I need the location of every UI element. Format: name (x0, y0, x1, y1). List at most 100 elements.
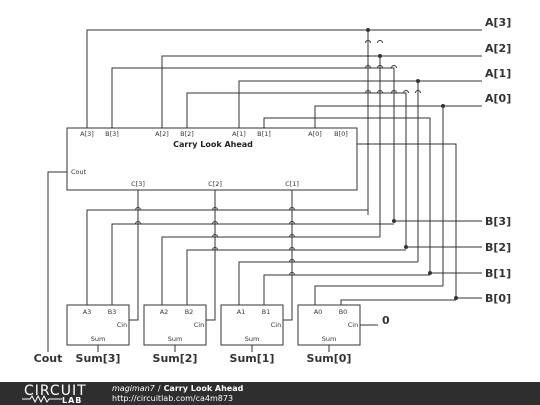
wire-crossover (377, 65, 383, 69)
b-junction-dot (428, 271, 432, 275)
wire-crossover (377, 90, 383, 94)
schematic-drawing: A[3] A[2] A[1] A[0] B[3] B[2] B[1] B[0] Carry Lo… (34, 16, 512, 365)
adder-pin-cin: Cin (194, 321, 204, 329)
adder-a-wire (314, 285, 443, 305)
wire-crossover (391, 90, 397, 94)
adder-b-wire (186, 249, 406, 305)
wire-crossover (135, 221, 141, 225)
wire-crossover (365, 65, 371, 69)
wire-crossover (415, 90, 421, 94)
cla-title: Carry Look Ahead (173, 140, 253, 149)
adder-pin-b: B2 (185, 308, 194, 316)
input-label-a2: A[2] (485, 42, 511, 55)
circuitlab-logo-bottom: LAB (62, 396, 83, 405)
resistor-logo-icon (22, 395, 62, 403)
cla-pin-top: B[1] (257, 130, 271, 138)
carry-look-ahead-block (66, 127, 358, 191)
adder-pin-a: A0 (314, 308, 323, 316)
adder-b-wire (263, 274, 430, 305)
wire-crossover (212, 207, 218, 211)
cla-pin-top: A[1] (232, 130, 246, 138)
cla-pin-carry: C[3] (131, 180, 145, 188)
adder-pin-b: B1 (262, 308, 271, 316)
cla-pin-carry: C[1] (285, 180, 299, 188)
adder-pin-a: A3 (83, 308, 92, 316)
author-name[interactable]: magiman7 (112, 384, 155, 393)
author-separator: / (157, 384, 161, 393)
adder-pin-cin: Cin (348, 321, 358, 329)
output-label-cout: Cout (34, 352, 63, 365)
wire-crossover (212, 234, 218, 238)
adder-pin-sum: Sum (168, 335, 183, 343)
cla-pin-top: B[3] (105, 130, 119, 138)
wire-crossover (289, 247, 295, 251)
full-adder-block (66, 304, 130, 346)
a-bus-wire (238, 80, 482, 128)
cla-pin-carry: C[2] (208, 180, 222, 188)
cla-pin-cout: Cout (71, 168, 87, 176)
adder-a-wire (238, 261, 418, 305)
adder-a-wire (161, 236, 380, 305)
circuit-title[interactable]: Carry Look Ahead (163, 384, 244, 393)
b-bus-wire (263, 117, 482, 274)
adder-a-wire (86, 209, 368, 305)
cla-pin-top: A[0] (308, 130, 322, 138)
adder-pin-b: B0 (339, 308, 348, 316)
full-adder-block (297, 304, 361, 346)
adder-b-wire (340, 299, 456, 305)
b-bus-wire (186, 92, 482, 248)
adder-pin-sum: Sum (91, 335, 106, 343)
output-label-sum2: Sum[2] (153, 352, 198, 365)
adder-pin-sum: Sum (245, 335, 260, 343)
wire-crossover (391, 65, 397, 69)
input-label-b0: B[0] (485, 292, 511, 305)
wire-crossover (135, 207, 141, 211)
adder-pin-a: A2 (160, 308, 169, 316)
wire-crossover (289, 221, 295, 225)
a-bus-wire (86, 29, 482, 128)
b-bus-wire (111, 67, 482, 222)
cout-wire (47, 171, 67, 352)
b-junction-dot (454, 296, 458, 300)
adder-pin-sum: Sum (322, 335, 337, 343)
wire-crossover (212, 247, 218, 251)
cla-pin-top: A[2] (155, 130, 169, 138)
input-label-a0: A[0] (485, 92, 511, 105)
cla-pin-top: B[2] (180, 130, 194, 138)
wire-crossover (365, 40, 371, 44)
wire-crossover (377, 40, 383, 44)
author-line: magiman7/Carry Look Ahead (112, 384, 243, 393)
circuitlab-footer: CIRCUIT LAB magiman7/Carry Look Ahead ht… (0, 382, 540, 405)
output-label-sum1: Sum[1] (230, 352, 275, 365)
wire-crossover (289, 272, 295, 276)
b-junction-dot (392, 219, 396, 223)
a-bus-wire (161, 55, 482, 128)
adder-pin-cin: Cin (117, 321, 127, 329)
carry-wire (204, 190, 216, 321)
wire-crossover (212, 221, 218, 225)
wire-crossover (289, 259, 295, 263)
input-label-a1: A[1] (485, 67, 511, 80)
b-junction-dot (404, 245, 408, 249)
full-adder-block (143, 304, 207, 346)
wire-crossover (289, 207, 295, 211)
input-label-b1: B[1] (485, 267, 511, 280)
carry-in-zero-label: 0 (382, 314, 390, 327)
circuit-url-link[interactable]: http://circuitlab.com/ca4m873 (112, 394, 234, 403)
adder-pin-b: B3 (108, 308, 117, 316)
input-label-b3: B[3] (485, 215, 511, 228)
adder-b-wire (111, 223, 394, 305)
cla-pin-top: B[0] (334, 130, 348, 138)
output-label-sum0: Sum[0] (307, 352, 352, 365)
wire-crossover (403, 90, 409, 94)
carry-wire (127, 190, 139, 321)
wire-crossover (289, 234, 295, 238)
carry-wire (281, 190, 293, 321)
input-label-a3: A[3] (485, 16, 511, 29)
input-label-b2: B[2] (485, 241, 511, 254)
adder-pin-cin: Cin (271, 321, 281, 329)
circuitlab-logo-top: CIRCUIT (24, 383, 87, 399)
a-bus-wire (314, 105, 482, 128)
output-label-sum3: Sum[3] (76, 352, 121, 365)
